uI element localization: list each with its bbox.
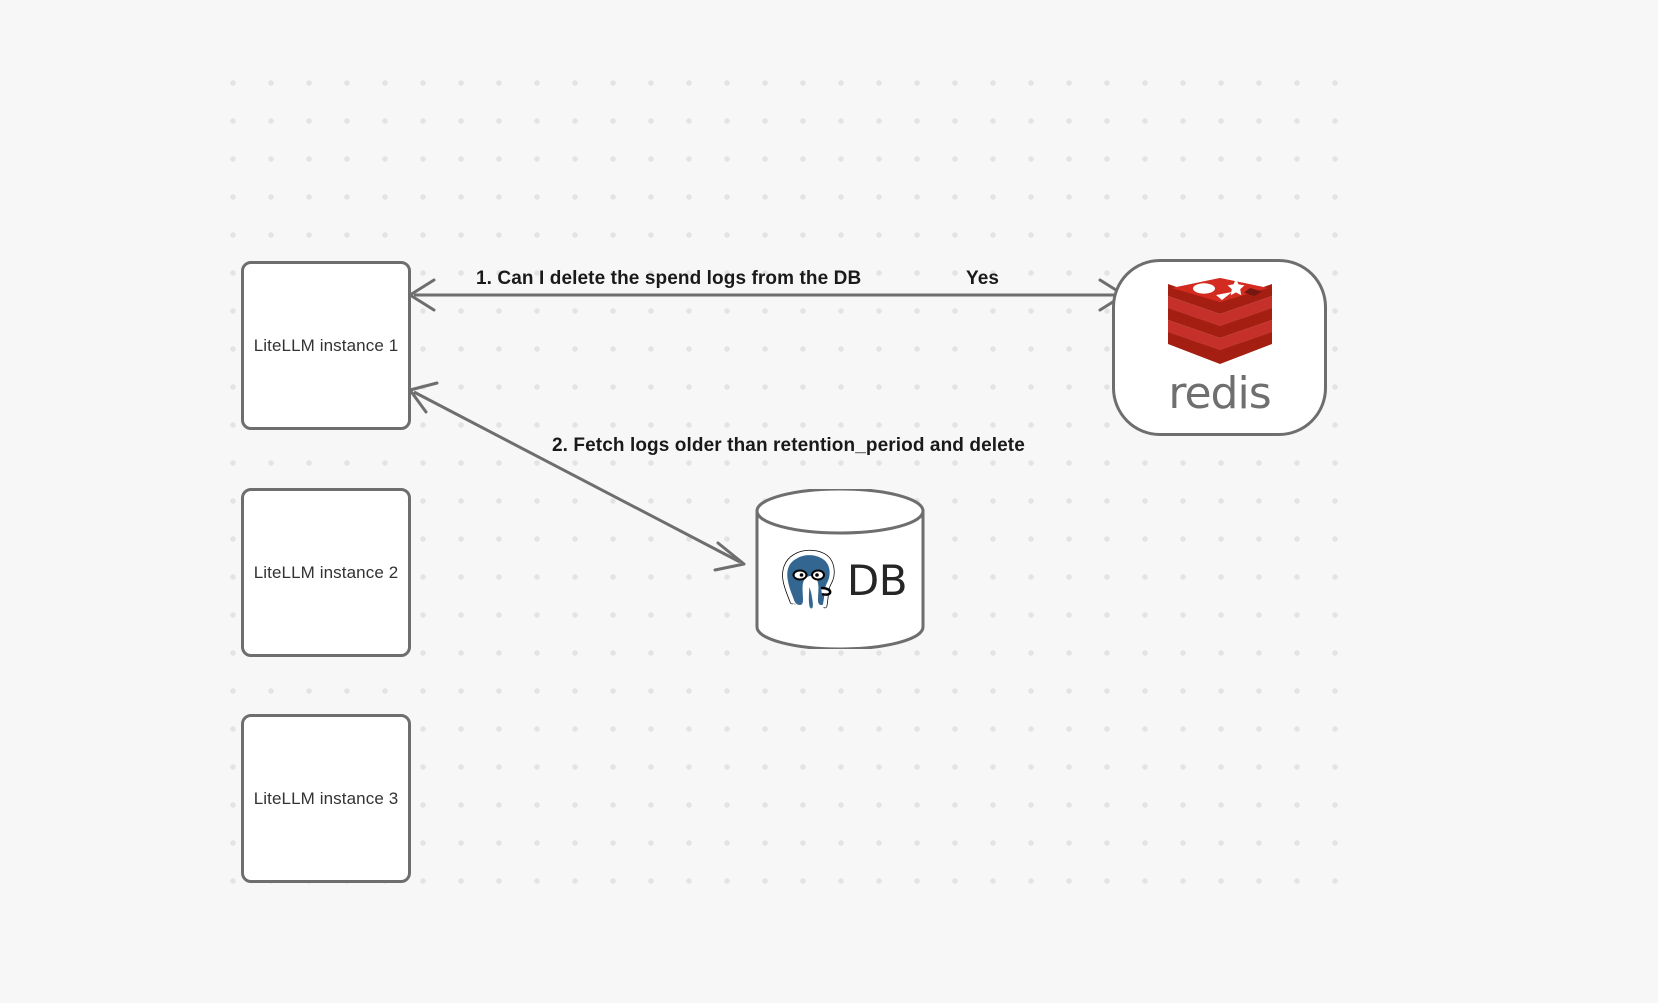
node-redis[interactable]: redis	[1112, 259, 1327, 436]
node-label: LiteLLM instance 3	[253, 788, 399, 808]
edge-label-reply: Yes	[966, 268, 1000, 289]
edge-2-arrowhead-upper	[408, 381, 439, 414]
database-cylinder-shape	[755, 489, 925, 649]
redis-logo-icon	[1167, 277, 1272, 364]
edge-label-fetch-delete: 2. Fetch logs older than retention_perio…	[552, 435, 1025, 456]
node-database[interactable]: DB	[754, 489, 926, 649]
edge-2-arrowhead-lower	[713, 541, 746, 572]
edge-2-line	[413, 390, 741, 564]
node-label: LiteLLM instance 1	[253, 335, 399, 355]
node-label: LiteLLM instance 2	[253, 562, 399, 582]
edge-1-arrowhead-left	[408, 278, 436, 312]
edge-label-request: 1. Can I delete the spend logs from the …	[476, 268, 862, 289]
node-litellm-instance-3[interactable]: LiteLLM instance 3	[241, 714, 411, 883]
node-litellm-instance-2[interactable]: LiteLLM instance 2	[241, 488, 411, 657]
node-litellm-instance-1[interactable]: LiteLLM instance 1	[241, 261, 411, 430]
redis-wordmark: redis	[1168, 367, 1271, 419]
redis-logo-container: redis	[1164, 276, 1276, 416]
